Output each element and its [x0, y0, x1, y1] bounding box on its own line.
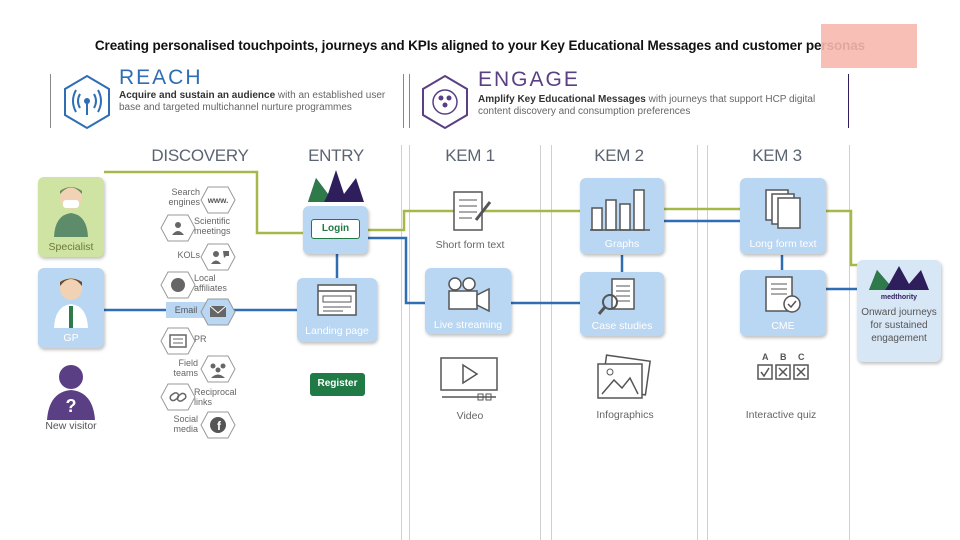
column-heading-kem3: KEM 3 [752, 146, 802, 165]
column-divider [849, 145, 850, 540]
channel-label: KOLs [177, 250, 200, 260]
quiz-letters: A B C [756, 352, 812, 362]
kem3-quiz-label: Interactive quiz [745, 409, 817, 421]
persona-label: New visitor [45, 420, 97, 432]
persona-label: GP [63, 332, 79, 344]
login-card[interactable]: Login [303, 206, 368, 254]
persona-gp[interactable]: GP [38, 268, 104, 348]
svg-text:www.: www. [207, 196, 229, 205]
engage-description: Amplify Key Educational Messages with jo… [478, 94, 816, 117]
meeting-icon [160, 214, 196, 242]
column-heading-kem1: KEM 1 [445, 146, 495, 165]
column-heading-discovery: DISCOVERY [151, 146, 249, 165]
kol-icon [200, 243, 236, 271]
case-studies-card[interactable]: Case studies [580, 272, 664, 336]
column-divider [540, 145, 541, 540]
engage-hex-icon [422, 74, 468, 130]
channel-label: Search engines [168, 187, 200, 207]
login-button[interactable]: Login [311, 219, 360, 239]
kem2-infographics-label: Infographics [596, 409, 654, 421]
quiz-icon [757, 364, 809, 380]
column-divider [697, 145, 698, 540]
column-divider [409, 145, 410, 540]
facebook-icon: f [200, 411, 236, 439]
gp-icon [54, 278, 88, 328]
column-divider [551, 145, 552, 540]
column-divider [401, 145, 402, 540]
reach-hex-icon [64, 74, 110, 130]
video-player-icon [440, 357, 498, 401]
team-icon [200, 355, 236, 383]
channel-label: Social media [173, 414, 198, 434]
svg-text:?: ? [66, 396, 77, 416]
certificate-icon [765, 276, 801, 313]
engage-end-divider [848, 74, 849, 128]
email-icon [200, 298, 236, 326]
onward-card[interactable]: medthority Onward journeys for sustained… [857, 260, 941, 362]
kem1-short-text-label: Short form text [435, 239, 505, 251]
case-study-icon [597, 278, 635, 315]
quiz-letter: A [762, 352, 769, 362]
reach-divider [50, 74, 51, 128]
live-streaming-card[interactable]: Live streaming [425, 268, 511, 334]
card-label: CME [771, 320, 795, 332]
long-form-text-card[interactable]: Long form text [740, 178, 826, 254]
register-button[interactable]: Register [310, 373, 365, 396]
kem1-video-label: Video [456, 410, 484, 422]
card-label: Long form text [749, 238, 817, 250]
pages-icon [765, 189, 801, 229]
channel-label: Reciprocal links [194, 387, 237, 407]
logo-badge [821, 24, 917, 68]
card-label: Case studies [591, 320, 653, 332]
onward-text: Onward journeys for sustained engagement [861, 307, 937, 344]
specialist-icon [54, 187, 88, 237]
column-heading-kem2: KEM 2 [594, 146, 644, 165]
channel-label: Field teams [173, 358, 198, 378]
page-title: Creating personalised touchpoints, journ… [94, 38, 866, 53]
column-divider [707, 145, 708, 540]
persona-new-visitor[interactable]: ? New visitor [38, 358, 104, 438]
reach-heading: REACH [119, 66, 203, 89]
video-camera-icon [448, 277, 490, 313]
globe-icon [160, 271, 196, 299]
link-icon [160, 383, 196, 411]
engage-divider [403, 74, 404, 128]
channel-label-email: Email [166, 302, 206, 318]
persona-label: Specialist [48, 241, 94, 253]
cme-card[interactable]: CME [740, 270, 826, 336]
channel-label: Scientific meetings [194, 216, 231, 236]
card-label: Live streaming [433, 319, 503, 331]
landing-page-card[interactable]: Landing page [297, 278, 377, 342]
channel-label: Local affiliates [194, 273, 227, 293]
persona-specialist[interactable]: Specialist [38, 177, 104, 257]
medthority-crown-icon [869, 266, 929, 290]
new-visitor-icon: ? [47, 365, 95, 420]
quiz-letter: B [780, 352, 787, 362]
newspaper-icon [160, 327, 196, 355]
www-icon: www. [200, 186, 236, 214]
engage-divider-2 [409, 74, 410, 128]
quiz-letter: C [798, 352, 805, 362]
card-label: Graphs [604, 238, 640, 250]
infographic-icon [597, 354, 651, 399]
engage-heading: ENGAGE [478, 68, 580, 91]
card-label: Landing page [305, 325, 369, 337]
channel-label: PR [194, 334, 207, 344]
landing-page-icon [317, 284, 357, 316]
medthority-wordmark: medthority [880, 294, 918, 301]
column-heading-entry: ENTRY [308, 146, 364, 165]
document-icon [453, 191, 492, 231]
bar-chart-icon [590, 189, 650, 231]
crown-logo-icon [308, 170, 364, 202]
graphs-card[interactable]: Graphs [580, 178, 664, 254]
reach-description: Acquire and sustain an audience with an … [119, 90, 386, 113]
svg-text:f: f [217, 419, 222, 433]
